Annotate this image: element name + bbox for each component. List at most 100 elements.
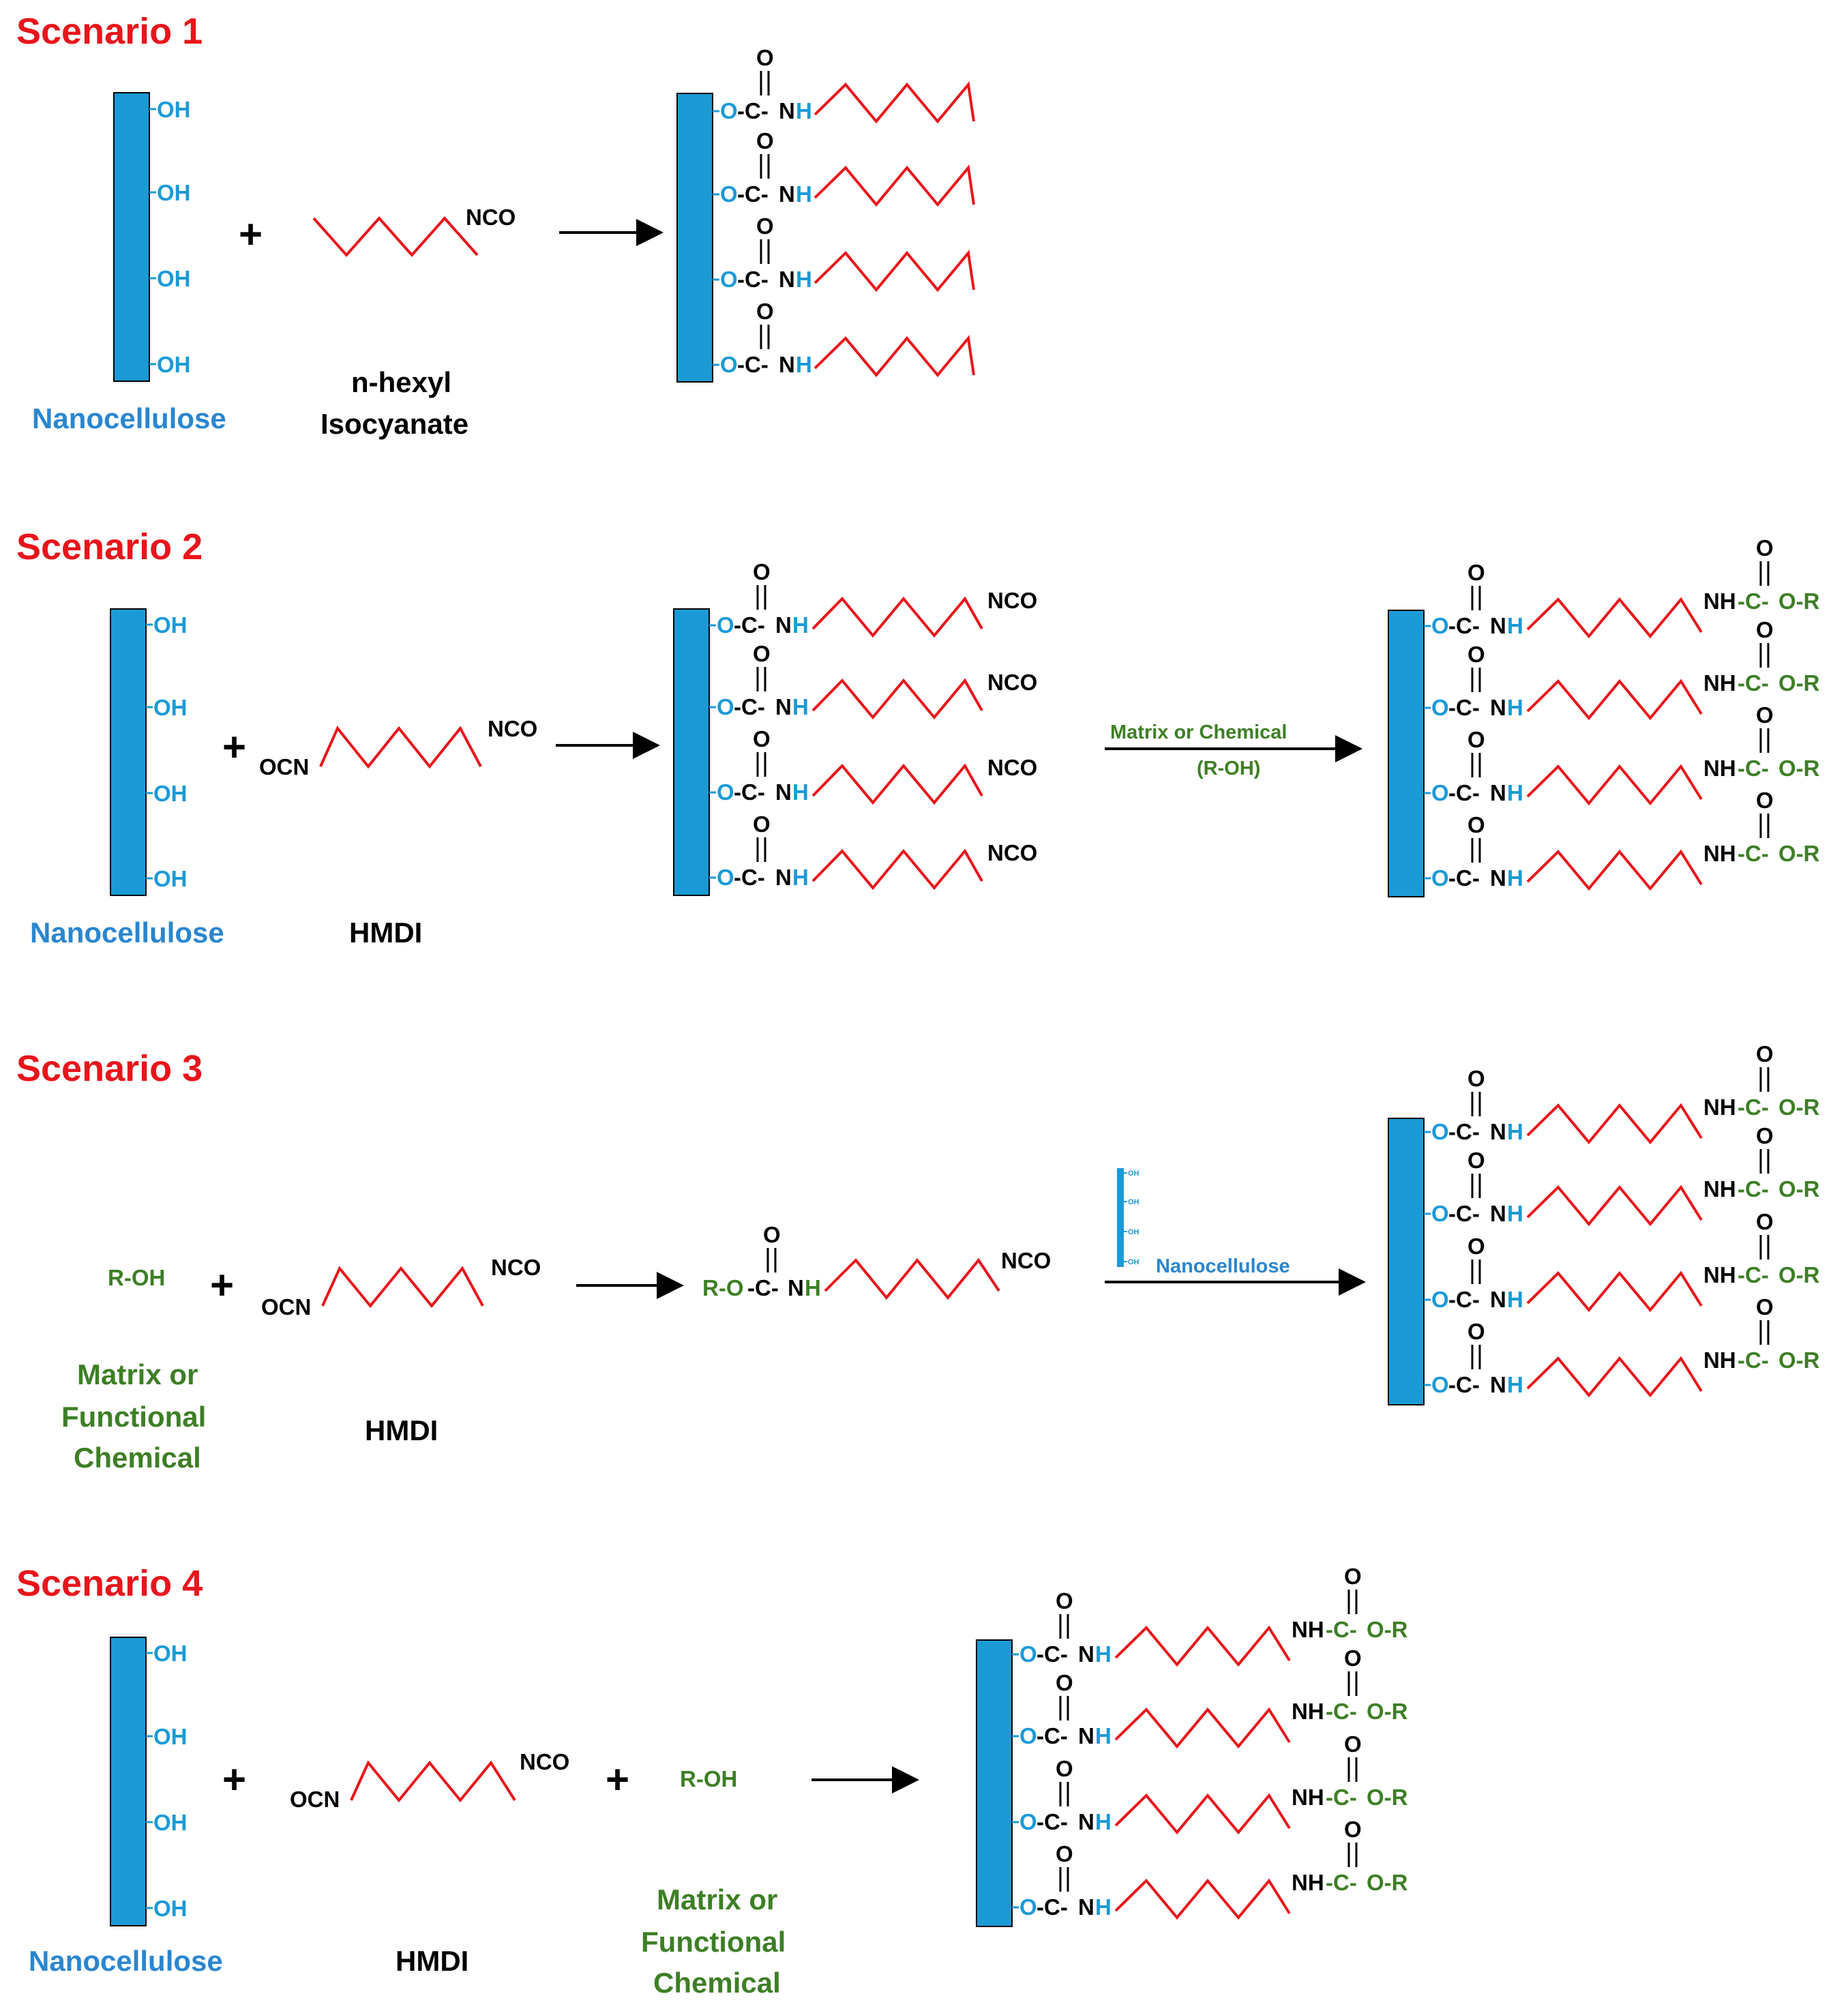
n-label: N bbox=[775, 612, 792, 638]
nanocellulose-label: Nanocellulose bbox=[29, 1945, 223, 1977]
n-label: N bbox=[1490, 1201, 1506, 1226]
o-label: O bbox=[717, 779, 734, 805]
nh-label: NH bbox=[1703, 589, 1736, 614]
ocn-group: OCN bbox=[261, 1294, 311, 1320]
oh-label: OH bbox=[153, 695, 188, 720]
n-label: N bbox=[1078, 1641, 1094, 1667]
n-hexyl-label: n-hexyl bbox=[351, 366, 451, 398]
n-label: N bbox=[779, 352, 795, 377]
c-label: -C- bbox=[1448, 780, 1480, 805]
o-label: O bbox=[1019, 1723, 1037, 1748]
hmdi-chain bbox=[1114, 1878, 1291, 1920]
hmdi-chain bbox=[1114, 1625, 1291, 1667]
nco-group: NCO bbox=[987, 755, 1037, 780]
nh-label: NH bbox=[1703, 1094, 1736, 1120]
hmdi-label: HMDI bbox=[349, 917, 422, 949]
carbonyl-o: O bbox=[753, 726, 771, 751]
c-label: -C- bbox=[1448, 1287, 1480, 1312]
c-label: -C- bbox=[1738, 1347, 1769, 1373]
hmdi-label: HMDI bbox=[365, 1414, 438, 1446]
carbonyl-o: O bbox=[1756, 1209, 1774, 1234]
carbamate-group: O -C- O N H NCO bbox=[709, 811, 1037, 891]
carbonyl-o: O bbox=[1756, 702, 1774, 728]
nco-group: NCO bbox=[491, 1255, 541, 1280]
carbonyl-o: O bbox=[1467, 642, 1485, 667]
or-label: O-R bbox=[1367, 1699, 1408, 1724]
nco-group: NCO bbox=[466, 205, 516, 230]
plus-sign: + bbox=[222, 1757, 246, 1802]
h-label: H bbox=[1095, 1894, 1112, 1920]
hexyl-chain bbox=[814, 335, 975, 378]
c-label: -C- bbox=[1326, 1699, 1357, 1724]
o-label: O bbox=[720, 98, 738, 123]
nh-label: NH bbox=[1292, 1617, 1324, 1642]
c-label: -C- bbox=[747, 1275, 779, 1300]
carbonyl-o: O bbox=[753, 559, 771, 584]
oh-label: OH bbox=[1128, 1198, 1139, 1206]
hmdi-chain bbox=[811, 848, 983, 891]
arrow-label-matrix: Matrix or Chemical bbox=[1110, 721, 1287, 743]
carbonyl-o: O bbox=[763, 1222, 781, 1247]
matrix-label-line3: Chemical bbox=[653, 1967, 781, 1999]
c-label: -C- bbox=[1448, 1119, 1480, 1144]
scenario-1-title: Scenario 1 bbox=[16, 11, 203, 52]
oh-label: OH bbox=[153, 612, 188, 638]
plus-sign: + bbox=[606, 1757, 629, 1802]
o-label: O bbox=[720, 181, 738, 207]
h-label: H bbox=[805, 1275, 821, 1300]
c-label: -C- bbox=[1037, 1723, 1068, 1748]
carbonyl-o: O bbox=[1467, 560, 1485, 585]
carbonyl-o: O bbox=[1756, 1123, 1774, 1148]
carbonyl-o: O bbox=[1756, 1041, 1774, 1067]
c-label: -C- bbox=[1037, 1809, 1068, 1834]
carbonyl-o: O bbox=[1344, 1645, 1362, 1671]
matrix-label-line1: Matrix or bbox=[657, 1883, 777, 1916]
h-label: H bbox=[792, 612, 809, 638]
arrow-label-nanocellulose: Nanocellulose bbox=[1156, 1255, 1290, 1277]
urethane-linkage: O -C- O N H NH -C- O O-R bbox=[1012, 1817, 1408, 1920]
hmdi-chain bbox=[1526, 1356, 1703, 1398]
hexyl-chain bbox=[814, 81, 975, 124]
o-label: O bbox=[1431, 613, 1449, 638]
carbonyl-o: O bbox=[1756, 617, 1774, 642]
carbonyl-o: O bbox=[1467, 1148, 1485, 1173]
c-label: -C- bbox=[1326, 1785, 1357, 1810]
nh-label: NH bbox=[1703, 670, 1736, 696]
hmdi-chain bbox=[811, 596, 983, 638]
hmdi-chain bbox=[321, 1266, 484, 1309]
n-label: N bbox=[1078, 1894, 1094, 1920]
nco-group: NCO bbox=[1001, 1248, 1051, 1273]
oh-label: OH bbox=[157, 97, 191, 122]
c-label: -C- bbox=[737, 267, 769, 292]
nco-group: NCO bbox=[987, 588, 1037, 613]
c-label: -C- bbox=[734, 694, 765, 719]
or-label: O-R bbox=[1778, 670, 1820, 696]
h-label: H bbox=[1095, 1809, 1112, 1834]
carbonyl-o: O bbox=[753, 641, 771, 666]
matrix-label-line2: Functional bbox=[641, 1926, 786, 1958]
plus-sign: + bbox=[239, 211, 263, 257]
hexyl-chain bbox=[814, 164, 975, 207]
carbonyl-o: O bbox=[1467, 727, 1485, 752]
scenario-3-title: Scenario 3 bbox=[16, 1048, 203, 1089]
urethane-linkage: O -C- O N H NH -C- O O-R bbox=[1424, 702, 1820, 806]
or-label: O-R bbox=[1778, 756, 1820, 781]
oh-label: OH bbox=[1128, 1228, 1139, 1236]
nanocellulose-label: Nanocellulose bbox=[32, 402, 226, 434]
c-label: -C- bbox=[734, 779, 765, 805]
nh-label: NH bbox=[1703, 1176, 1736, 1202]
or-label: O-R bbox=[1778, 1262, 1820, 1287]
carbonyl-o: O bbox=[1344, 1731, 1362, 1757]
o-label: O bbox=[1431, 1287, 1449, 1312]
o-label: O bbox=[717, 694, 734, 719]
c-label: -C- bbox=[1738, 1094, 1769, 1120]
nh-label: NH bbox=[1292, 1699, 1324, 1724]
product-nanocellulose-bar bbox=[1388, 1118, 1425, 1405]
oh-label: OH bbox=[157, 180, 191, 205]
prepolymer-intermediate: R-O -C- O N H NCO bbox=[702, 1222, 1051, 1300]
c-label: -C- bbox=[734, 612, 765, 638]
urethane-linkage: O -C- O N H NH -C- O O-R bbox=[1012, 1564, 1408, 1667]
hmdi-chain bbox=[811, 678, 983, 720]
h-label: H bbox=[1507, 1287, 1523, 1312]
